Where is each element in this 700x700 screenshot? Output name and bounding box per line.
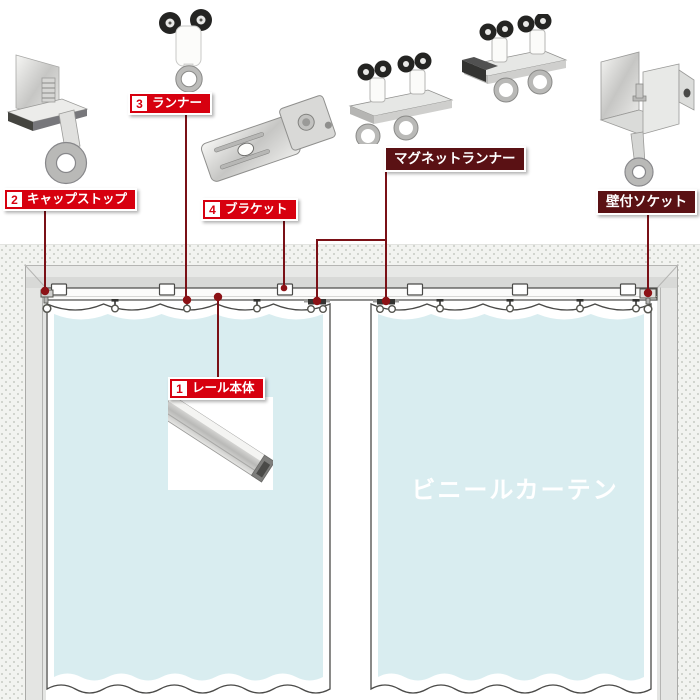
label-magnet-runner: マグネットランナー [384,146,526,172]
left-curtain [46,303,331,694]
label-bracket: 4 ブラケット [201,198,298,221]
label-runner-text: ランナー [152,96,203,111]
rail-photo-box [168,397,273,490]
curtain-rail [45,287,658,301]
wall-socket-photo [599,51,695,187]
label-rail-number: 1 [172,381,187,396]
label-rail-text: レール本体 [192,381,255,396]
label-cap-stop-text: キャップストップ [27,192,128,207]
curtain-label-text: ビニールカーテン [411,477,618,504]
cap-stop-photo [6,54,89,185]
label-wall-socket: 壁付ソケット [596,189,697,215]
right-curtain: ビニールカーテン [370,303,652,694]
label-bracket-number: 4 [205,202,220,217]
label-cap-stop: 2 キャップストップ [3,188,138,211]
label-rail: 1 レール本体 [168,377,265,400]
label-runner-number: 3 [132,96,147,111]
label-wall-socket-text: 壁付ソケット [606,194,687,209]
runner-photo [159,9,212,93]
bracket-photo [200,95,336,182]
magnet-runner-photo [348,14,568,144]
label-runner: 3 ランナー [128,92,213,115]
label-bracket-text: ブラケット [225,202,288,217]
rail-photo [168,397,273,483]
label-magnet-runner-text: マグネットランナー [394,151,516,166]
label-cap-stop-number: 2 [7,192,22,207]
